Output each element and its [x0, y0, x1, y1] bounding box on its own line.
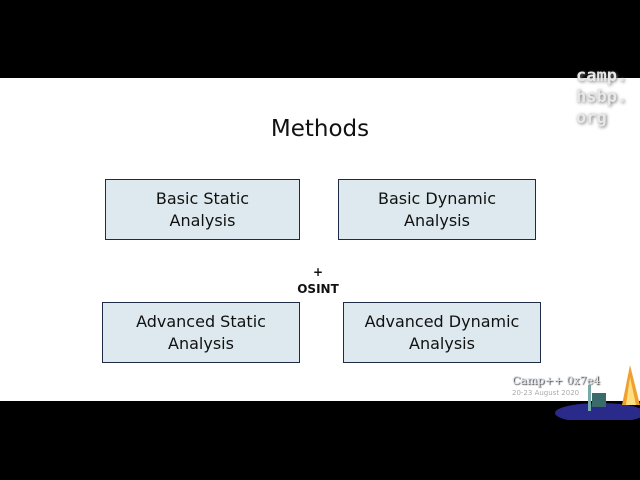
osint-label: + OSINT [280, 264, 356, 298]
event-name: Camp++ 0x7e4 [512, 374, 601, 387]
watermark: camp. hsbp. org [576, 66, 627, 129]
event-dates: 20-23 August 2020 [512, 389, 580, 397]
box-label: Analysis [168, 333, 234, 353]
watermark-line: camp. [576, 66, 628, 86]
box-label: Basic Static [155, 188, 250, 208]
box-label: Advanced Dynamic [364, 311, 520, 331]
campfire-logo-icon [555, 365, 640, 420]
box-label: Analysis [409, 333, 475, 353]
slide-title: Methods [270, 116, 370, 142]
box-label: Analysis [404, 210, 470, 230]
osint-text: OSINT [297, 282, 339, 296]
box-label: Basic Dynamic [377, 188, 496, 208]
watermark-line: hsbp. [576, 87, 628, 107]
watermark-line: org [576, 108, 607, 128]
box-label: Analysis [169, 210, 236, 230]
box-label: Advanced Static [136, 311, 266, 331]
plus-sign: + [312, 265, 324, 279]
